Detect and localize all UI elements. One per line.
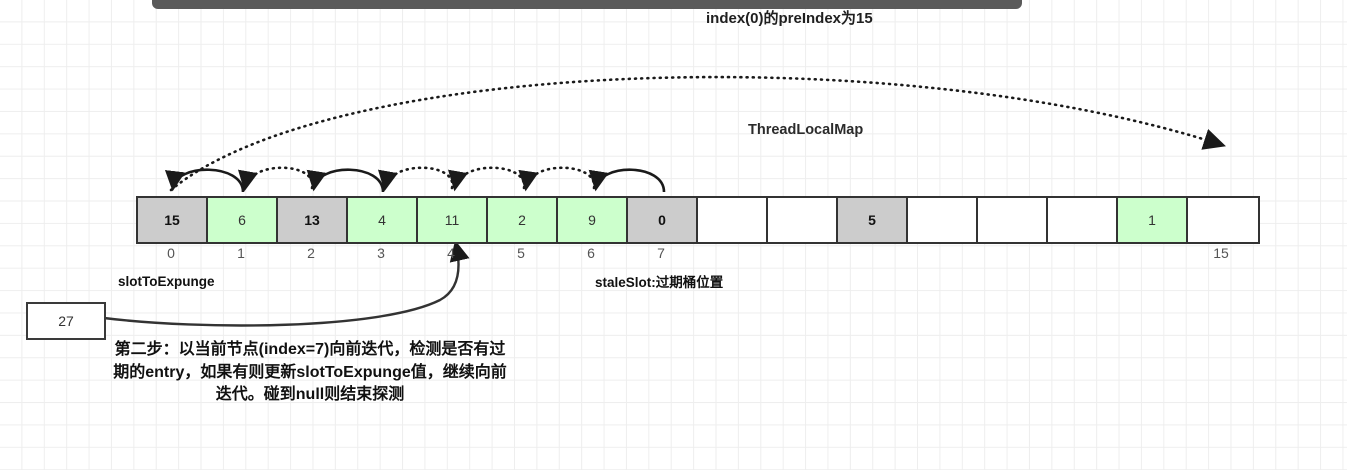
stale-slot-label: staleSlot:过期桶位置 xyxy=(595,275,724,290)
step-description-caption: 第二步：以当前节点(index=7)向前迭代，检测是否有过期的entry，如果有… xyxy=(113,341,507,404)
slot-to-expunge-label: slotToExpunge xyxy=(118,274,215,289)
index-label-7: 7 xyxy=(657,245,665,261)
array-cell-3: 4 xyxy=(348,198,418,242)
array-cell-14: 1 xyxy=(1118,198,1188,242)
value-box-27: 27 xyxy=(26,302,106,340)
array-cell-15 xyxy=(1188,198,1258,242)
array-cell-7: 0 xyxy=(628,198,698,242)
index-label-6: 6 xyxy=(587,245,595,261)
page-title: index(0)的preIndex为15 xyxy=(706,10,873,27)
arrow-index15-to-index0 xyxy=(169,75,1226,192)
index-label-2: 2 xyxy=(307,245,315,261)
threadlocalmap-label: ThreadLocalMap xyxy=(748,122,864,138)
arrow-hop-6-to-5 xyxy=(518,166,596,192)
array-cell-1: 6 xyxy=(208,198,278,242)
array-cell-13 xyxy=(1048,198,1118,242)
top-scrollbar[interactable] xyxy=(152,0,1022,9)
index-label-3: 3 xyxy=(377,245,385,261)
arrow-hop-4-to-3 xyxy=(378,166,454,192)
arrow-hop-3-to-2 xyxy=(306,168,385,193)
array-cell-0: 15 xyxy=(138,198,208,242)
index-label-15: 15 xyxy=(1213,245,1229,261)
index-label-1: 1 xyxy=(237,245,245,261)
array-cell-6: 9 xyxy=(558,198,628,242)
arrow-hop-7-to-6 xyxy=(588,168,666,193)
arrow-hop-2-to-1 xyxy=(238,166,314,192)
index-label-4: 4 xyxy=(447,245,455,261)
arrow-value27-to-index4 xyxy=(103,240,470,327)
array-cell-10: 5 xyxy=(838,198,908,242)
array-cell-11 xyxy=(908,198,978,242)
index-label-5: 5 xyxy=(517,245,525,261)
array-cell-5: 2 xyxy=(488,198,558,242)
arrow-hop-5-to-4 xyxy=(448,166,526,192)
array-cell-2: 13 xyxy=(278,198,348,242)
array-cell-8 xyxy=(698,198,768,242)
arrow-hop-1-to-0 xyxy=(164,168,245,193)
index-label-0: 0 xyxy=(167,245,175,261)
array-cell-4: 11 xyxy=(418,198,488,242)
array-cell-12 xyxy=(978,198,1048,242)
array-cell-9 xyxy=(768,198,838,242)
